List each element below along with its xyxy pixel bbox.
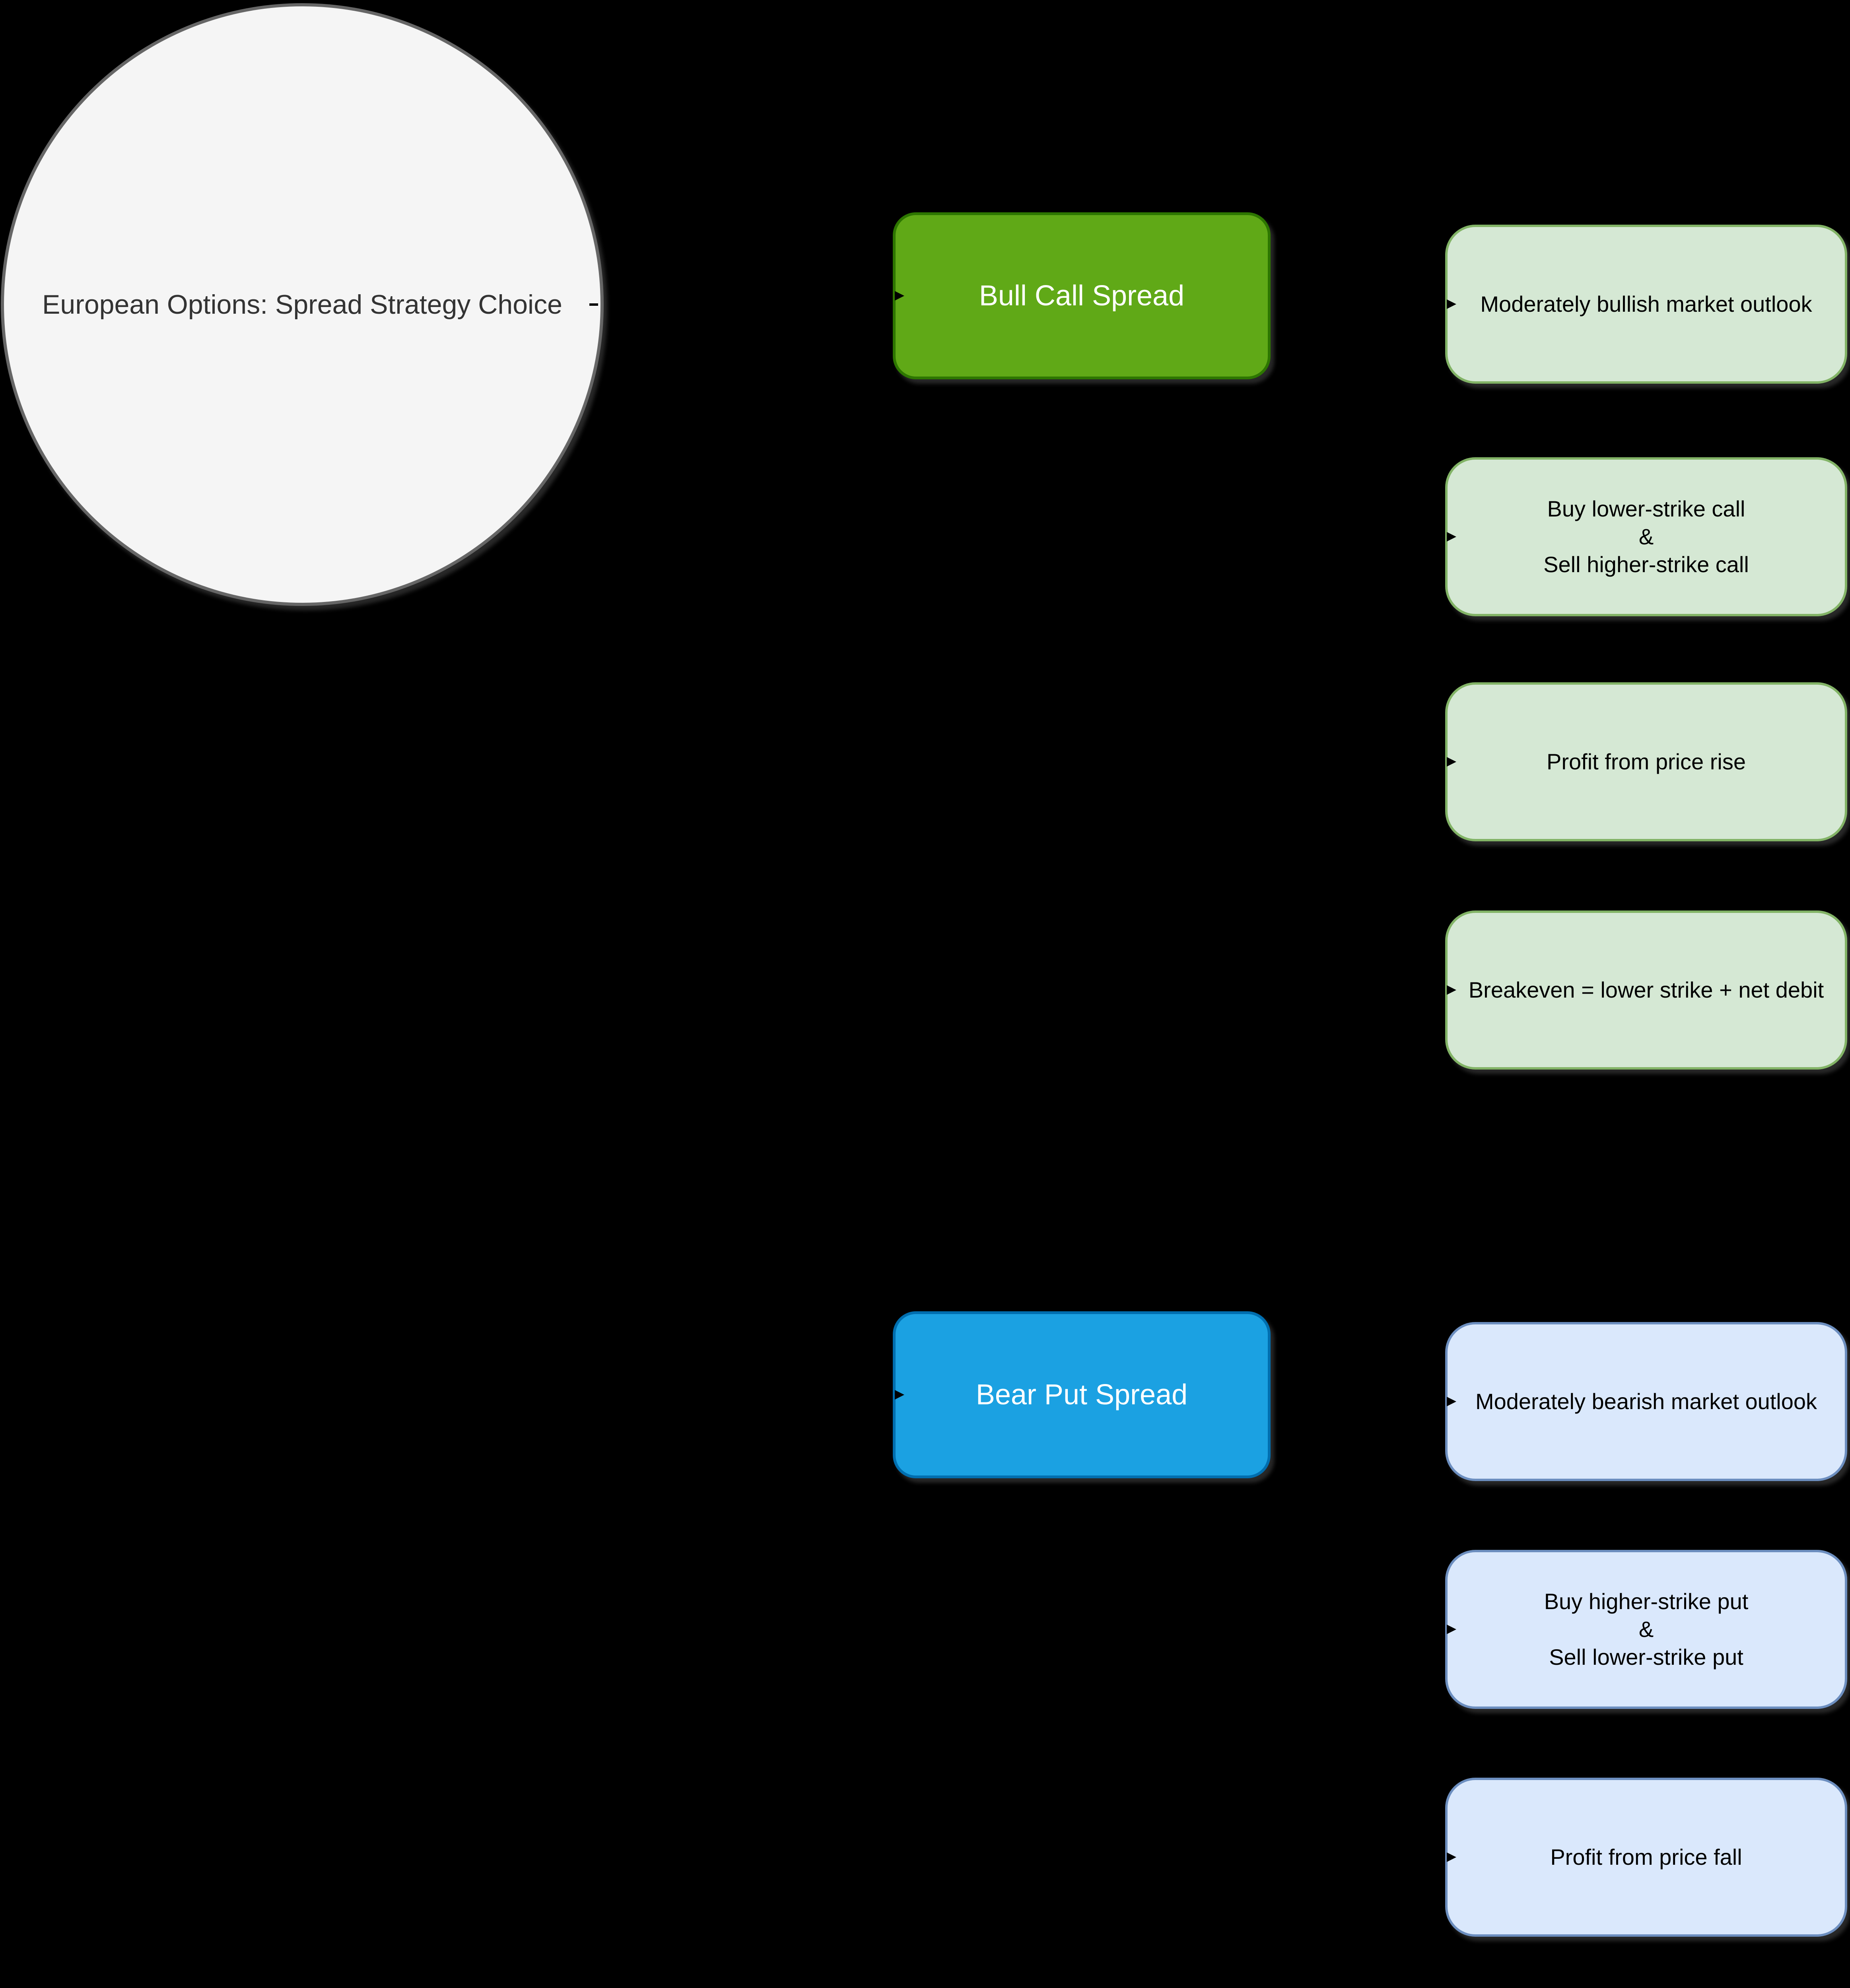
root-node-european-options: European Options: Spread Strategy Choice — [1, 3, 604, 606]
node-bull-breakeven: Breakeven = lower strike + net debit — [1445, 911, 1847, 1070]
bear-profit-label: Profit from price fall — [1550, 1844, 1742, 1870]
arrowhead-icon — [1447, 985, 1456, 995]
node-bear-profit: Profit from price fall — [1445, 1778, 1847, 1937]
node-bull-profit: Profit from price rise — [1445, 682, 1847, 841]
arrowhead-icon — [1447, 757, 1456, 767]
node-bull-call-spread: Bull Call Spread — [893, 212, 1271, 379]
bull-legs-label: Buy lower-strike call & Sell higher-stri… — [1543, 496, 1749, 577]
node-bearish-outlook: Moderately bearish market outlook — [1445, 1322, 1847, 1481]
arrowhead-icon — [1447, 1852, 1456, 1862]
arrowhead-icon — [1447, 299, 1456, 309]
arrowhead-icon — [895, 1390, 904, 1400]
bear-legs-label: Buy higher-strike put & Sell lower-strik… — [1544, 1589, 1749, 1670]
arrowhead-icon — [1447, 1625, 1456, 1634]
arrowhead-icon — [1447, 1397, 1456, 1406]
bull-profit-label: Profit from price rise — [1547, 749, 1746, 774]
arrowhead-icon — [1447, 532, 1456, 542]
connector-stub-icon — [589, 303, 598, 306]
root-node-label: European Options: Spread Strategy Choice — [42, 289, 562, 320]
bull-call-spread-label: Bull Call Spread — [979, 280, 1185, 312]
node-bear-legs: Buy higher-strike put & Sell lower-strik… — [1445, 1550, 1847, 1709]
bullish-outlook-label: Moderately bullish market outlook — [1480, 291, 1812, 316]
bearish-outlook-label: Moderately bearish market outlook — [1475, 1389, 1817, 1414]
bear-put-spread-label: Bear Put Spread — [976, 1379, 1188, 1411]
bull-breakeven-label: Breakeven = lower strike + net debit — [1468, 977, 1824, 1002]
node-bear-put-spread: Bear Put Spread — [893, 1311, 1271, 1478]
arrowhead-icon — [895, 291, 904, 301]
node-bull-legs: Buy lower-strike call & Sell higher-stri… — [1445, 457, 1847, 616]
node-bullish-outlook: Moderately bullish market outlook — [1445, 225, 1847, 384]
